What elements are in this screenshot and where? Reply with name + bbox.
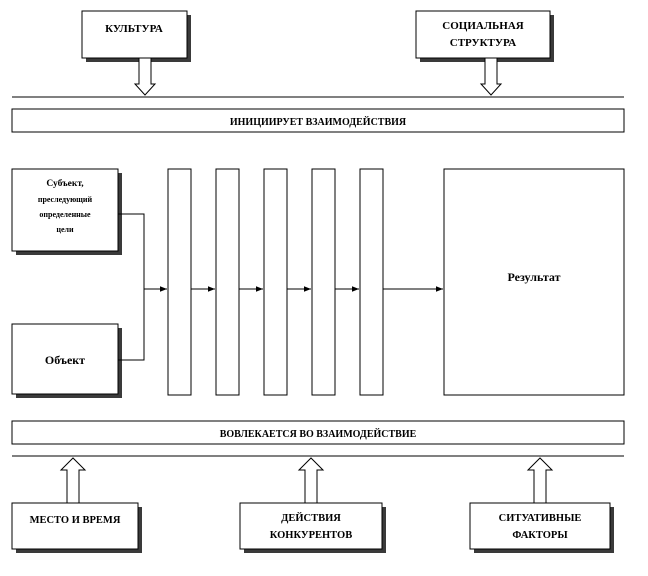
culture-down-arrow: [133, 57, 157, 96]
result-box: Результат: [443, 168, 625, 396]
involves-band-label: ВОВЛЕКАЕТСЯ ВО ВЗАИМОДЕЙСТВИЕ: [220, 428, 417, 440]
subject-label-line-4: цели: [56, 225, 74, 234]
culture-box: КУЛЬТУРА: [81, 10, 191, 62]
competitors-up-arrow: [297, 457, 325, 504]
subject-label-line-2: преследующий: [38, 195, 93, 204]
interaction-stage-2: [215, 168, 240, 396]
subject-object-connector: [118, 213, 145, 361]
subject-label-line-3: определенные: [39, 210, 91, 219]
competitors-label-line-2: КОНКУРЕНТОВ: [270, 530, 352, 541]
interaction-stage-5: [359, 168, 384, 396]
social-structure-box: СОЦИАЛЬНАЯ СТРУКТУРА: [415, 10, 554, 62]
subject-box: Субъект, преследующий определенные цели: [11, 168, 122, 255]
situational-factors-box: СИТУАТИВНЫЕ ФАКТОРЫ: [469, 502, 614, 553]
place-time-label: МЕСТО И ВРЕМЯ: [30, 515, 121, 526]
competitors-box: ДЕЙСТВИЯ КОНКУРЕНТОВ: [239, 502, 386, 553]
social-structure-label-line-2: СТРУКТУРА: [450, 37, 516, 49]
interaction-stage-1: [167, 168, 192, 396]
object-box: Объект: [11, 323, 122, 398]
interaction-stage-3: [263, 168, 288, 396]
situational-up-arrow: [526, 457, 554, 504]
competitors-label-line-1: ДЕЙСТВИЯ: [281, 512, 341, 524]
result-label: Результат: [507, 270, 560, 284]
initiates-band: ИНИЦИИРУЕТ ВЗАИМОДЕЙСТВИЯ: [11, 108, 625, 133]
involves-band: ВОВЛЕКАЕТСЯ ВО ВЗАИМОДЕЙСТВИЕ: [11, 420, 625, 445]
initiates-band-label: ИНИЦИИРУЕТ ВЗАИМОДЕЙСТВИЯ: [230, 116, 407, 128]
social-structure-down-arrow: [479, 57, 503, 96]
subject-label-line-1: Субъект,: [46, 178, 84, 189]
interaction-stage-4: [311, 168, 336, 396]
culture-label: КУЛЬТУРА: [105, 23, 163, 35]
situational-label-line-2: ФАКТОРЫ: [512, 530, 568, 541]
situational-label-line-1: СИТУАТИВНЫЕ: [499, 513, 582, 524]
object-label: Объект: [45, 353, 85, 367]
social-structure-label-line-1: СОЦИАЛЬНАЯ: [442, 20, 524, 32]
place-time-up-arrow: [59, 457, 87, 504]
place-time-box: МЕСТО И ВРЕМЯ: [11, 502, 142, 553]
